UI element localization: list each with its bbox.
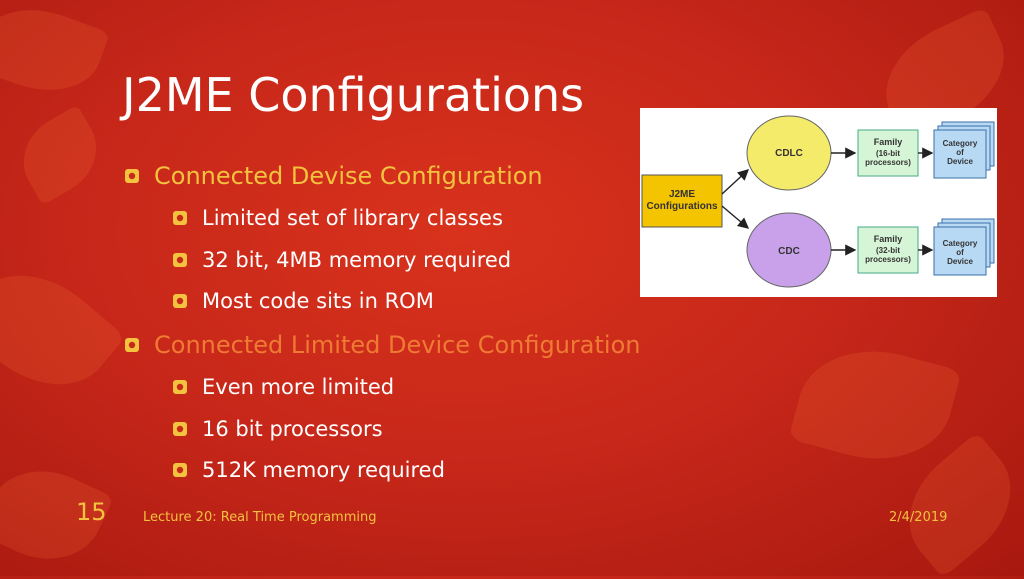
background-leaf <box>788 332 962 478</box>
arrow-root-cdc <box>721 205 750 229</box>
bullet-text: 32 bit, 4MB memory required <box>202 248 512 272</box>
background-leaf <box>7 104 113 206</box>
family-detail: (32-bit <box>876 246 900 255</box>
category-label: Category <box>943 239 978 248</box>
footer-lecture: Lecture 20: Real Time Programming <box>143 510 377 525</box>
category-label: Device <box>947 157 973 166</box>
bullet-icon <box>173 211 187 225</box>
family-detail: processors) <box>865 158 911 167</box>
background-leaf <box>0 246 126 414</box>
bullet-icon <box>173 294 187 308</box>
category-label: Device <box>947 257 973 266</box>
bullet-text: 16 bit processors <box>202 417 383 441</box>
bullet-text: Limited set of library classes <box>202 206 503 230</box>
bullet-level2: Limited set of library classes <box>172 206 503 230</box>
family-box-16bit <box>857 129 919 177</box>
bullet-icon <box>173 253 187 267</box>
category-card <box>933 226 987 276</box>
bullet-level1: Connected Limited Device Configuration <box>124 331 640 359</box>
family-detail: processors) <box>865 255 911 264</box>
slide-title: J2ME Configurations <box>122 68 585 122</box>
footer-date: 2/4/2019 <box>889 510 948 525</box>
bullet-level2: 16 bit processors <box>172 417 383 441</box>
bullet-icon <box>173 463 187 477</box>
bullet-text: 512K memory required <box>202 458 445 482</box>
root-label-line2: Configurations <box>646 201 718 212</box>
bullet-text: Connected Devise Configuration <box>154 162 543 190</box>
root-label-line1: J2ME <box>669 189 695 200</box>
family-label: Family <box>874 137 903 147</box>
bullet-text: Connected Limited Device Configuration <box>154 331 641 359</box>
page-number: 15 <box>76 498 107 526</box>
bullet-level2: 512K memory required <box>172 458 445 482</box>
arrow-root-cdlc <box>721 169 750 195</box>
bullet-text: Even more limited <box>202 375 395 399</box>
bullet-icon <box>173 422 187 436</box>
family-label: Family <box>874 234 903 244</box>
bullet-icon <box>173 380 187 394</box>
diagram-svg: J2ME Configurations CDLC CDC Family (16-… <box>641 115 995 288</box>
family-detail: (16-bit <box>876 149 900 158</box>
bullet-level1: Connected Devise Configuration <box>124 162 543 190</box>
bullet-level2: Even more limited <box>172 375 394 399</box>
bullet-text: Most code sits in ROM <box>202 289 434 313</box>
root-box <box>641 174 723 228</box>
category-label: of <box>956 148 964 157</box>
bullet-level2: 32 bit, 4MB memory required <box>172 248 511 272</box>
configuration-diagram: J2ME Configurations CDLC CDC Family (16-… <box>640 108 997 297</box>
background-leaf <box>0 0 111 109</box>
cdlc-label: CDLC <box>775 148 803 159</box>
cdc-label: CDC <box>778 246 800 257</box>
bullet-icon <box>125 338 139 352</box>
category-card <box>933 129 987 179</box>
bullet-icon <box>125 169 139 183</box>
category-label: of <box>956 248 964 257</box>
category-label: Category <box>943 139 978 148</box>
bullet-level2: Most code sits in ROM <box>172 289 434 313</box>
